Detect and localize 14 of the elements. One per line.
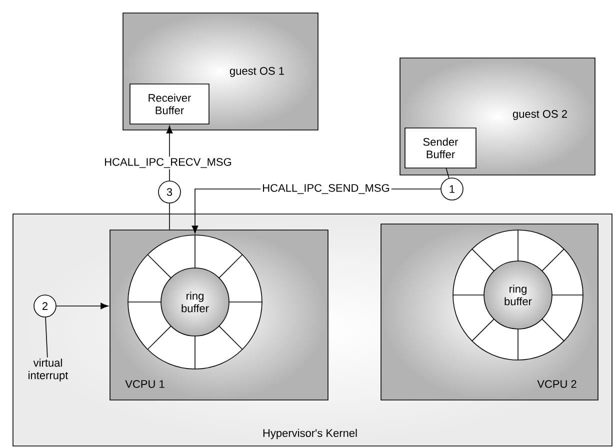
connector <box>169 203 170 230</box>
step-number: 3 <box>158 180 181 204</box>
connector <box>45 317 48 358</box>
connector <box>56 302 108 310</box>
edge-label: HCALL_IPC_SEND_MSG <box>260 182 392 196</box>
edge-label: HCALL_IPC_RECV_MSG <box>102 156 234 170</box>
connector <box>446 168 450 178</box>
ring-buffer: ring buffer <box>128 234 262 370</box>
buffer-box: Sender Buffer <box>404 128 476 168</box>
note-text: virtual interrupt <box>28 358 68 382</box>
step-number: 2 <box>34 294 56 318</box>
step-number: 1 <box>440 178 464 200</box>
ring-buffer: ring buffer <box>452 230 584 360</box>
buffer-box: Receiver Buffer <box>130 84 210 124</box>
